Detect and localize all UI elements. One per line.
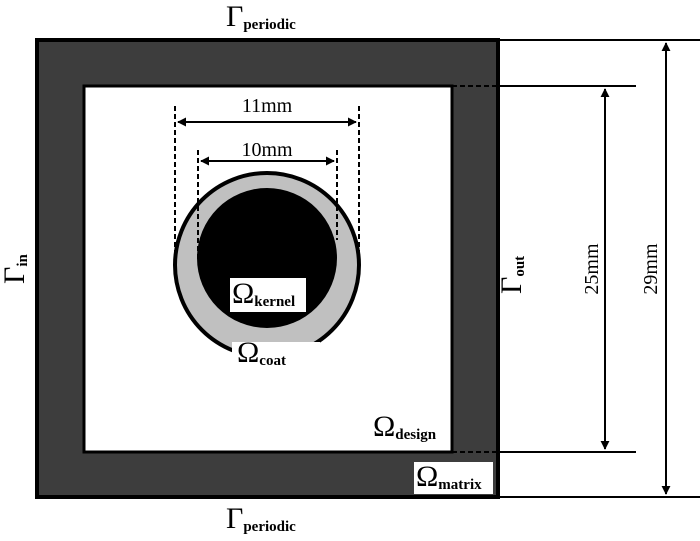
svg-text:Γin: Γin	[0, 253, 31, 284]
kernel-label-bg	[230, 278, 306, 312]
omega-matrix-label: Ωmatrix	[416, 460, 482, 493]
coat-diameter-label: 11mm	[242, 95, 293, 117]
gamma-periodic-top-label: Γperiodic	[226, 0, 296, 33]
kernel-diameter-label: 10mm	[241, 139, 293, 161]
design-side-label: 25mm	[581, 243, 603, 295]
omega-coat-label: Ωcoat	[237, 336, 286, 369]
matrix-side-label: 29mm	[640, 243, 662, 295]
extension-lines	[498, 39, 700, 498]
svg-text:Γperiodic: Γperiodic	[226, 0, 296, 33]
coat-gap	[232, 342, 320, 372]
gamma-out-label: Γout	[495, 256, 528, 294]
omega-design-label: Ωdesign	[373, 410, 437, 443]
matrix-label-bg	[414, 462, 493, 494]
gamma-periodic-bottom-label: Γperiodic	[226, 502, 296, 535]
svg-text:Γout: Γout	[495, 256, 528, 294]
dashed-leaders	[174, 85, 498, 453]
omega-kernel-label: Ωkernel	[232, 277, 295, 310]
gamma-in-label: Γin	[0, 253, 31, 284]
svg-text:Γperiodic: Γperiodic	[226, 502, 296, 535]
